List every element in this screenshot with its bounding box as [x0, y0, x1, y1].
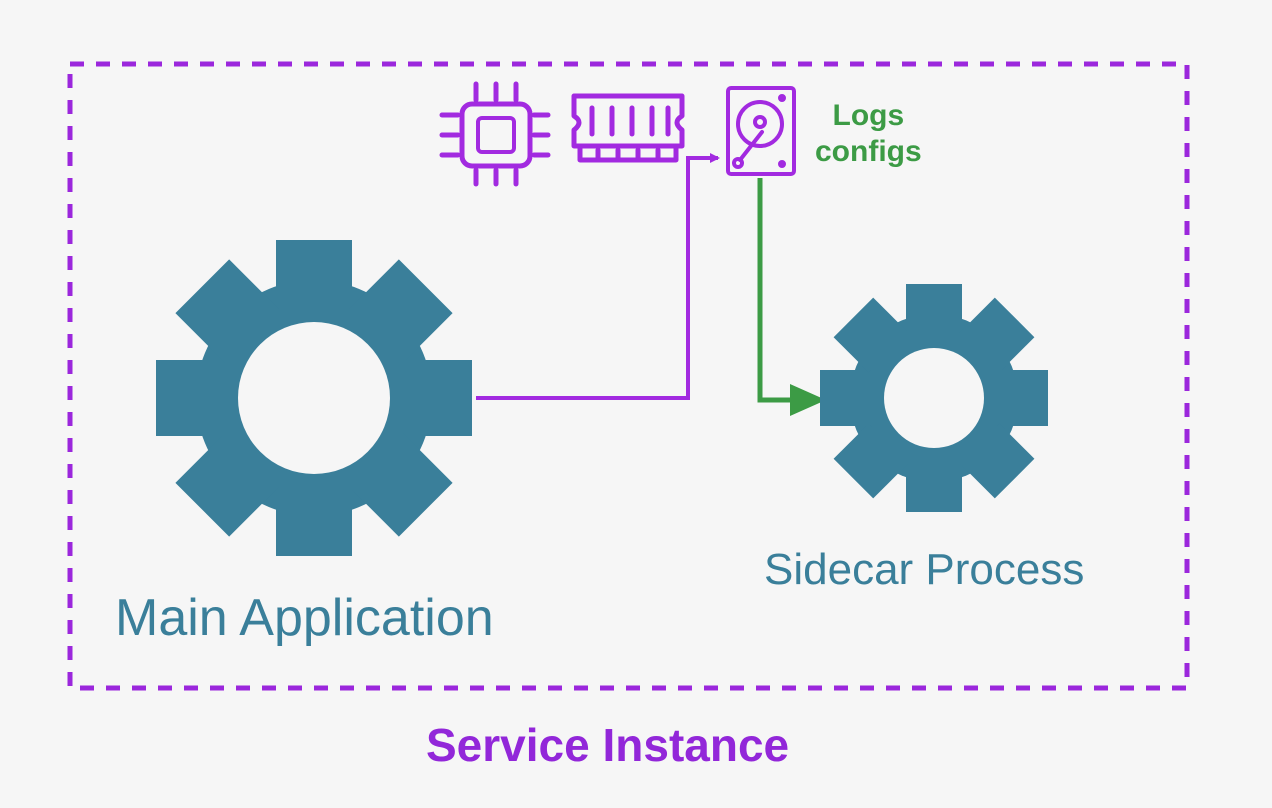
hard-drive-icon — [726, 86, 796, 176]
app-to-disk-arrow — [476, 153, 720, 400]
sidecar-gear-icon — [820, 284, 1048, 512]
storage-label-configs: configs — [815, 135, 922, 168]
storage-label: Logs configs — [815, 98, 922, 170]
service-instance-label: Service Instance — [426, 719, 790, 771]
disk-to-sidecar-arrow — [757, 178, 826, 416]
ram-module-icon — [571, 93, 685, 163]
sidecar-process-label: Sidecar Process — [764, 545, 1085, 594]
service-instance-boundary — [67, 61, 1190, 691]
storage-label-logs: Logs — [832, 99, 905, 132]
cpu-chip-icon — [439, 81, 551, 187]
main-application-gear-icon — [156, 240, 472, 556]
main-application-label: Main Application — [115, 589, 494, 647]
